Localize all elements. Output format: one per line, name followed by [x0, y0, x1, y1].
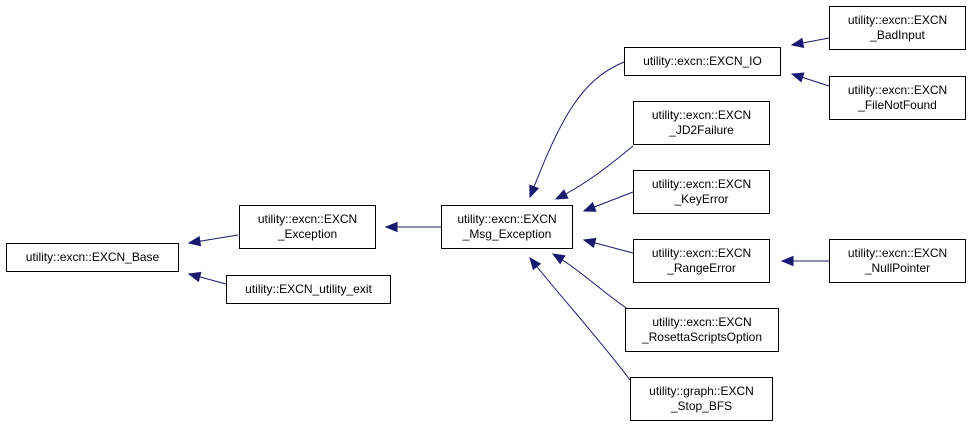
- arrowhead: [582, 237, 597, 249]
- node-excn-nullpointer[interactable]: utility::excn::EXCN _NullPointer: [829, 239, 966, 283]
- node-label-line: _Exception: [277, 227, 338, 241]
- node-label-line: utility::excn::EXCN: [847, 246, 948, 260]
- node-label-line: utility::excn::EXCN_IO: [643, 54, 762, 68]
- node-label-line: _BadInput: [870, 28, 925, 42]
- arrowhead: [790, 37, 805, 49]
- arrowhead: [529, 184, 540, 199]
- node-excn-rosettascriptsoption[interactable]: utility::excn::EXCN _RosettaScriptsOptio…: [625, 308, 779, 352]
- node-label-line: utility::excn::EXCN: [847, 83, 948, 97]
- node-label-line: utility::excn::EXCN: [651, 108, 752, 122]
- node-label-line: utility::excn::EXCN: [847, 13, 948, 27]
- node-label-line: utility::graph::EXCN: [649, 384, 754, 398]
- arrowhead: [790, 72, 805, 83]
- node-label-line: utility::excn::EXCN: [652, 315, 752, 329]
- node-excn-keyerror[interactable]: utility::excn::EXCN _KeyError: [633, 170, 770, 214]
- arrowhead: [384, 221, 398, 233]
- node-excn-msg-exception[interactable]: utility::excn::EXCN _Msg_Exception: [441, 205, 573, 249]
- arrowhead: [554, 189, 569, 200]
- node-excn-utility-exit[interactable]: utility::EXCN_utility_exit: [226, 275, 391, 304]
- node-excn-jd2failure[interactable]: utility::excn::EXCN _JD2Failure: [633, 101, 770, 145]
- node-label-line: _Msg_Exception: [462, 227, 552, 241]
- arrowhead: [780, 255, 794, 267]
- node-excn-filenotfound[interactable]: utility::excn::EXCN _FileNotFound: [829, 76, 966, 120]
- arrowhead: [529, 256, 542, 271]
- node-label-line: utility::excn::EXCN_Base: [25, 250, 160, 264]
- node-excn-badinput[interactable]: utility::excn::EXCN _BadInput: [829, 6, 966, 50]
- node-label-line: utility::EXCN_utility_exit: [245, 282, 372, 296]
- node-label-line: utility::excn::EXCN: [257, 212, 358, 226]
- node-excn-stop-bfs[interactable]: utility::graph::EXCN _Stop_BFS: [630, 377, 773, 421]
- arrowhead: [187, 271, 202, 283]
- arrowhead: [551, 253, 566, 265]
- node-label-line: _RangeError: [667, 261, 736, 275]
- inheritance-edge: [529, 61, 625, 198]
- inheritance-edge: [552, 253, 630, 311]
- node-label-line: utility::excn::EXCN: [457, 212, 557, 226]
- node-excn-io[interactable]: utility::excn::EXCN_IO: [624, 47, 781, 76]
- node-label-line: utility::excn::EXCN: [651, 246, 752, 260]
- node-excn-exception[interactable]: utility::excn::EXCN _Exception: [239, 205, 376, 249]
- arrowhead: [187, 235, 202, 247]
- node-excn-rangeerror[interactable]: utility::excn::EXCN _RangeError: [633, 239, 770, 283]
- node-label-line: _RosettaScriptsOption: [641, 330, 763, 344]
- node-label-line: _NullPointer: [864, 261, 931, 275]
- node-label-line: _JD2Failure: [669, 123, 734, 137]
- node-label-line: utility::excn::EXCN: [651, 177, 752, 191]
- arrowhead: [582, 201, 597, 212]
- node-excn-base[interactable]: utility::excn::EXCN_Base: [6, 243, 179, 272]
- inheritance-edge: [529, 257, 631, 381]
- node-label-line: _Stop_BFS: [670, 399, 733, 413]
- node-label-line: _KeyError: [674, 192, 729, 206]
- node-label-line: _FileNotFound: [858, 98, 937, 112]
- inheritance-edge: [555, 145, 634, 200]
